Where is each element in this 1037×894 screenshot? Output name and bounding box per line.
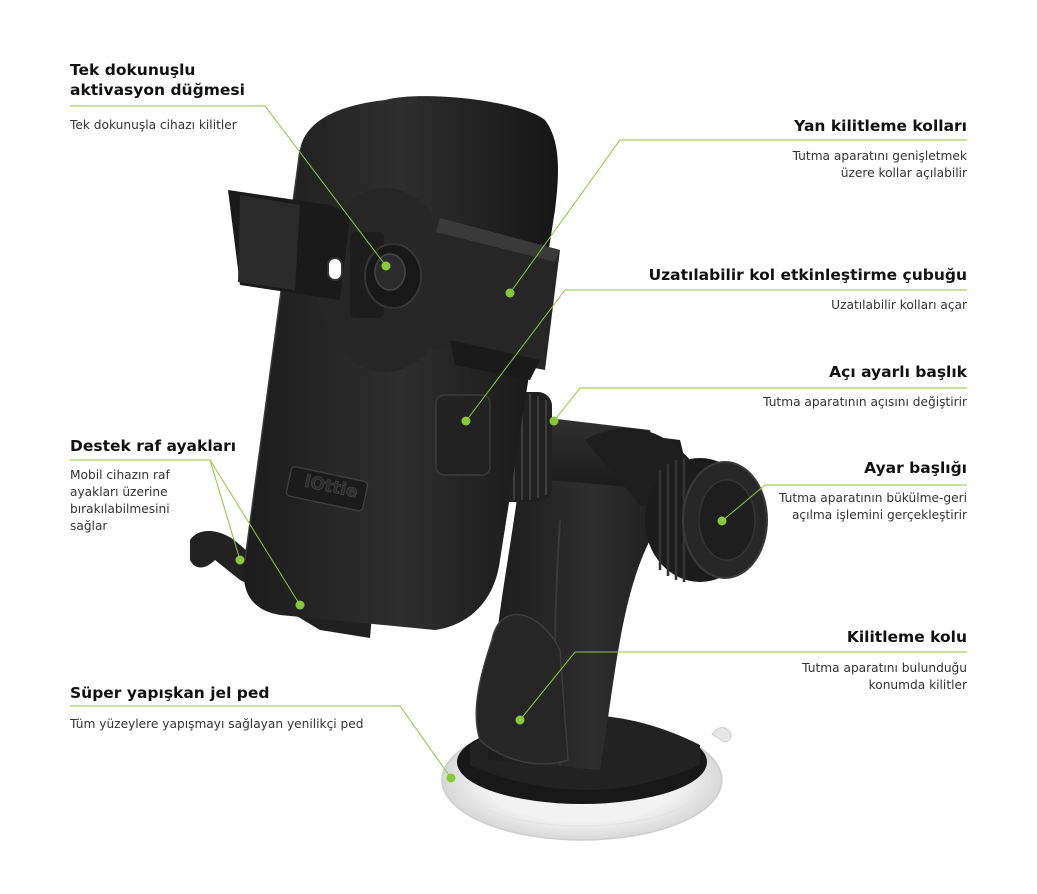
one-touch-title-line1: Tek dokunuşlu	[70, 61, 196, 79]
adjust-knob-title: Ayar başlığı	[864, 459, 967, 477]
extend-bar-desc: Uzatılabilir kolları açar	[831, 298, 967, 312]
adjust-knob-desc-line1: Tutma aparatının bükülme-geri	[779, 491, 967, 505]
side-arms-title: Yan kilitleme kolları	[794, 117, 967, 135]
extension-release-bar	[435, 394, 491, 476]
gel-pad-desc: Tüm yüzeylere yapışmayı sağlayan yenilik…	[70, 717, 364, 731]
leader-lines	[70, 105, 967, 779]
adjustment-knob	[645, 458, 768, 582]
support-feet-desc-line1: Mobil cihazın raf	[70, 468, 170, 482]
angle-head-desc: Tutma aparatının açısını değiştirir	[763, 395, 967, 409]
support-feet-desc-line2: ayakları üzerine	[70, 485, 168, 499]
side-arms-desc: Tutma aparatını genişletmek üzere kollar…	[793, 148, 967, 182]
one-touch-title-line2: aktivasyon düğmesi	[70, 81, 245, 99]
support-feet-desc: Mobil cihazın raf ayakları üzerine bırak…	[70, 467, 170, 535]
adjust-knob-desc-line2: açılma işlemini gerçekleştirir	[791, 508, 967, 522]
adjust-knob-desc: Tutma aparatının bükülme-geri açılma işl…	[779, 490, 967, 524]
one-touch-desc: Tek dokunuşla cihazı kilitler	[70, 118, 237, 132]
angle-head-title: Açı ayarlı başlık	[829, 363, 967, 381]
gel-pad-title: Süper yapışkan jel ped	[70, 684, 270, 702]
side-arms-desc-line1: Tutma aparatını genişletmek	[792, 149, 967, 163]
one-touch-title: Tek dokunuşlu aktivasyon düğmesi	[70, 60, 245, 100]
side-arms-desc-line2: üzere kollar açılabilir	[840, 166, 967, 180]
lock-lever-desc-line2: konumda kilitler	[868, 678, 967, 692]
extend-bar-title: Uzatılabilir kol etkinleştirme çubuğu	[648, 266, 967, 284]
support-feet-desc-line4: sağlar	[70, 519, 108, 533]
support-feet-title: Destek raf ayakları	[70, 437, 237, 455]
support-feet-desc-line3: bırakılabilmesini	[70, 502, 170, 516]
right-side-arm	[415, 218, 560, 380]
lock-lever-desc-line1: Tutma aparatını bulunduğu	[802, 661, 967, 675]
lock-lever-title: Kilitleme kolu	[846, 628, 967, 646]
one-touch-button	[364, 243, 422, 309]
callout-dots	[235, 261, 727, 783]
lock-lever-desc: Tutma aparatını bulunduğu konumda kilitl…	[802, 660, 967, 694]
